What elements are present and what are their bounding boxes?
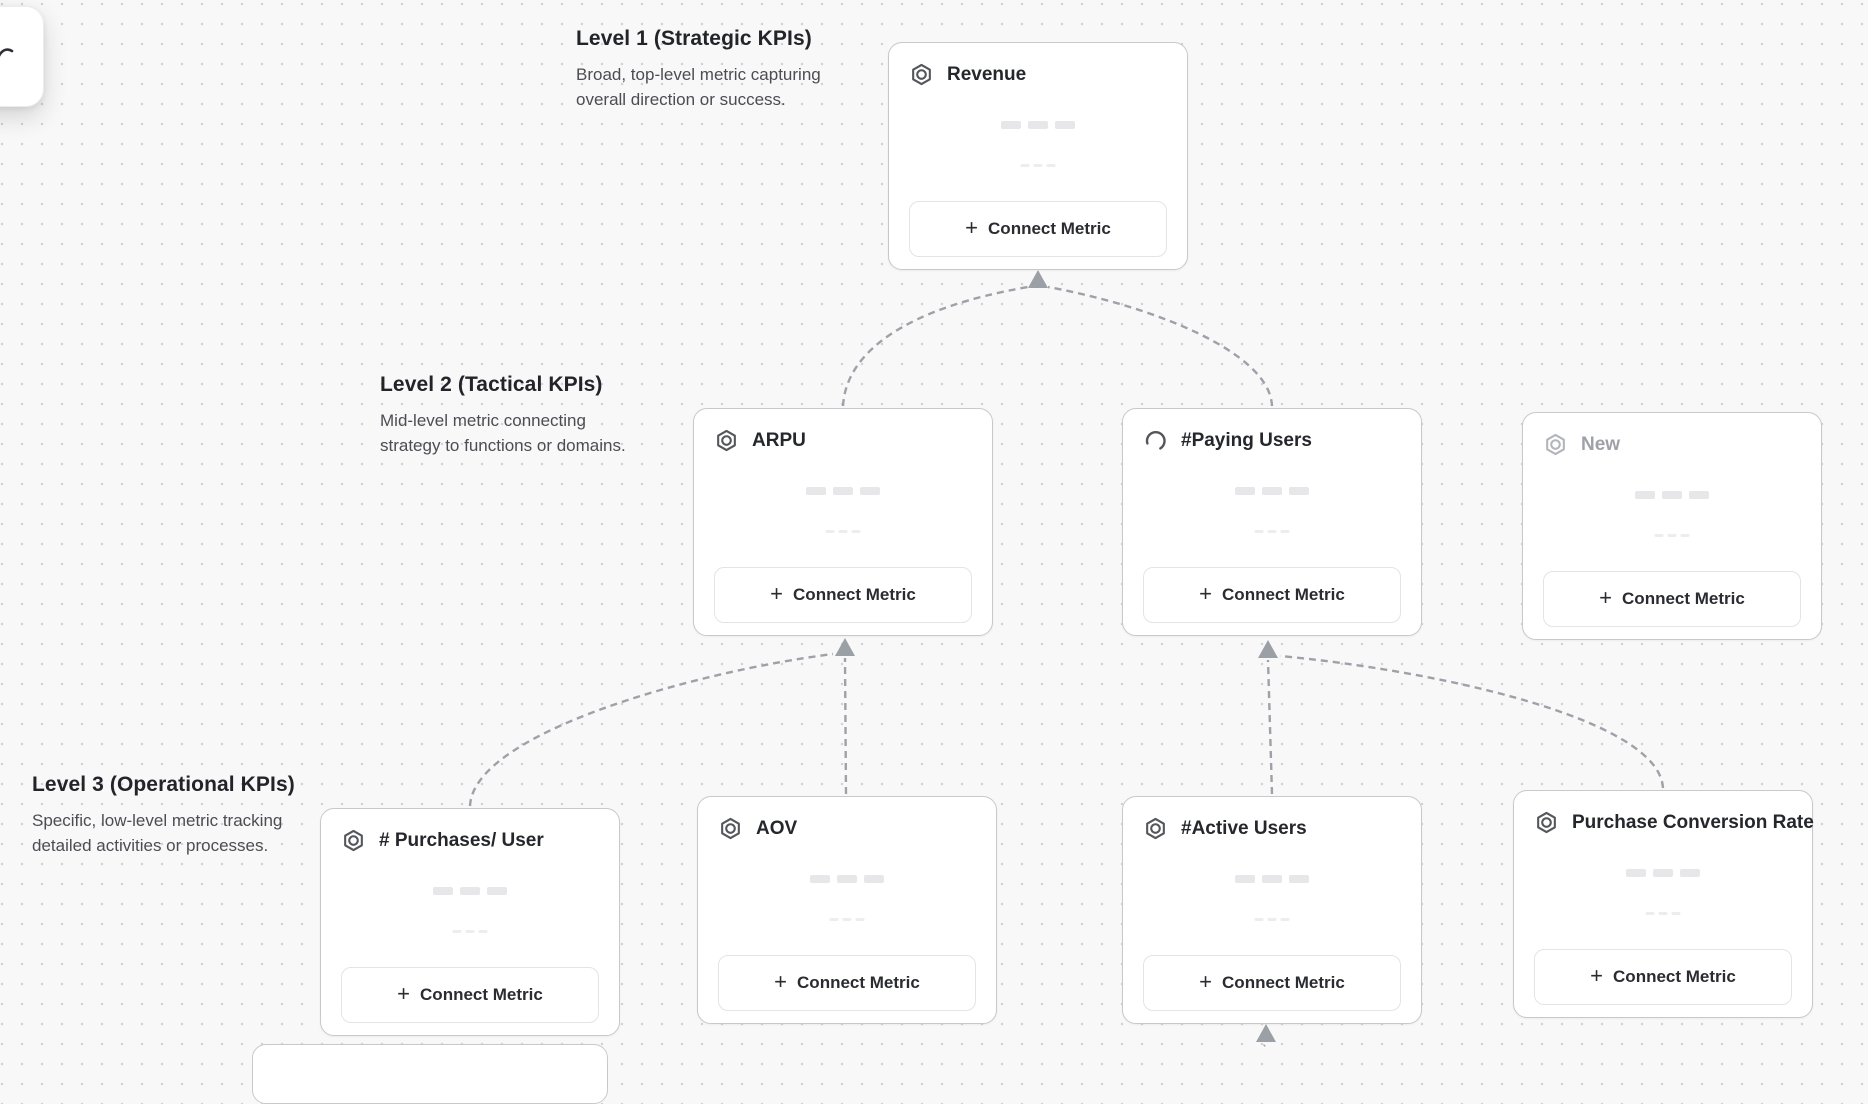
plus-icon: + [1199,581,1213,606]
connect-metric-label: Connect Metric [1613,967,1736,986]
plus-icon: + [1199,969,1213,994]
level-3-description: Specific, low-level metric tracking deta… [32,811,283,855]
card-title: Purchase Conversion Rate [1572,811,1814,833]
skeleton-placeholder [1001,121,1075,129]
card-header: ARPU [694,409,992,453]
plus-icon: + [774,969,788,994]
card-title: New [1581,433,1621,455]
level-2-label: Level 2 (Tactical KPIs) Mid-level metric… [380,373,660,458]
level-3-title: Level 3 (Operational KPIs) [32,773,295,796]
level-1-description: Broad, top-level metric capturing overal… [576,65,821,109]
plus-icon: + [770,581,784,606]
connect-metric-button[interactable]: + Connect Metric [1534,949,1792,1005]
card-title: AOV [756,817,798,839]
plus-icon: + [1599,585,1613,610]
skeleton-placeholder-small [1020,164,1056,167]
skeleton-placeholder [433,887,507,895]
connector-pcr-to-payingusers [1279,654,1665,789]
card-header: Purchase Conversion Rate [1514,791,1814,835]
skeleton-placeholder-small [1645,912,1681,915]
plus-icon: + [397,981,411,1006]
skeleton-placeholder-small [1254,530,1290,533]
level-2-description: Mid-level metric connecting strategy to … [380,411,626,455]
arrowhead-activeusers [1256,1024,1276,1042]
skeleton-placeholder [1626,869,1700,877]
connector-purchases-to-arpu [468,652,834,807]
card-header: #Paying Users [1123,409,1421,453]
connect-metric-button[interactable]: + Connect Metric [1543,571,1801,627]
connect-metric-label: Connect Metric [1622,589,1745,608]
metric-card-aov[interactable]: AOV + Connect Metric [697,796,997,1024]
connect-metric-button[interactable]: + Connect Metric [714,567,972,623]
connector-aov-to-arpu [843,657,848,795]
metric-card-purchases-per-user[interactable]: # Purchases/ User + Connect Metric [320,808,620,1036]
connect-metric-button[interactable]: + Connect Metric [1143,567,1401,623]
floating-toolbar-card[interactable] [0,6,44,107]
metric-hexagon-icon [1537,811,1556,834]
card-header: New [1523,413,1821,457]
connect-metric-label: Connect Metric [1222,973,1345,992]
metric-card-purchase-conversion-rate[interactable]: Purchase Conversion Rate + Connect Metri… [1513,790,1814,1018]
arrowhead-arpu [835,638,855,656]
skeleton-placeholder [1235,875,1309,883]
metric-hexagon-icon [1146,817,1165,840]
skeleton-placeholder-small [1254,918,1290,921]
spinner-icon [1145,431,1166,450]
card-header: #Active Users [1123,797,1421,841]
arrowhead-payingusers [1258,640,1278,658]
card-header: AOV [698,797,996,841]
metric-card-arpu[interactable]: ARPU + Connect Metric [693,408,993,636]
skeleton-placeholder [810,875,884,883]
skeleton-placeholder-small [829,918,865,921]
skeleton-placeholder-small [452,930,488,933]
connect-metric-button[interactable]: + Connect Metric [718,955,976,1011]
metric-card-partial-offscreen[interactable] [252,1044,608,1104]
card-title: Revenue [947,63,1027,85]
connector-activeusers-to-payingusers [1266,659,1274,795]
connector-offscreen-to-activeusers [1262,1034,1269,1047]
connect-metric-label: Connect Metric [988,219,1111,238]
skeleton-placeholder-small [1654,534,1690,537]
connect-metric-label: Connect Metric [797,973,920,992]
metric-card-new[interactable]: New + Connect Metric [1522,412,1822,640]
card-title: # Purchases/ User [379,829,544,851]
card-title: ARPU [752,429,806,451]
metric-card-paying-users[interactable]: #Paying Users + Connect Metric [1122,408,1422,636]
skeleton-placeholder [1235,487,1309,495]
plus-icon: + [1590,963,1604,988]
connector-arpu-to-revenue [841,285,1029,407]
level-3-label: Level 3 (Operational KPIs) Specific, low… [32,773,332,858]
card-header: # Purchases/ User [321,809,619,853]
connect-metric-button[interactable]: + Connect Metric [909,201,1167,257]
connect-metric-label: Connect Metric [793,585,916,604]
arrowhead-revenue [1028,270,1048,288]
metric-hexagon-icon [1546,433,1565,456]
plus-icon: + [965,215,979,240]
level-2-title: Level 2 (Tactical KPIs) [380,373,603,396]
card-title: #Paying Users [1181,429,1312,451]
level-1-title: Level 1 (Strategic KPIs) [576,27,812,50]
skeleton-placeholder-small [825,530,861,533]
connect-metric-button[interactable]: + Connect Metric [1143,955,1401,1011]
connector-payingusers-to-revenue [1047,285,1274,407]
connect-metric-button[interactable]: + Connect Metric [341,967,599,1023]
cursor-tool-icon [0,48,14,57]
connect-metric-label: Connect Metric [420,985,543,1004]
card-header: Revenue [889,43,1187,87]
metric-card-active-users[interactable]: #Active Users + Connect Metric [1122,796,1422,1024]
level-1-label: Level 1 (Strategic KPIs) Broad, top-leve… [576,27,866,112]
skeleton-placeholder [806,487,880,495]
metric-hexagon-icon [717,429,736,452]
metric-hexagon-icon [721,817,740,840]
metric-hexagon-icon [912,63,931,86]
metric-card-revenue[interactable]: Revenue + Connect Metric [888,42,1188,270]
metric-hexagon-icon [344,829,363,852]
card-title: #Active Users [1181,817,1307,839]
connect-metric-label: Connect Metric [1222,585,1345,604]
skeleton-placeholder [1635,491,1709,499]
